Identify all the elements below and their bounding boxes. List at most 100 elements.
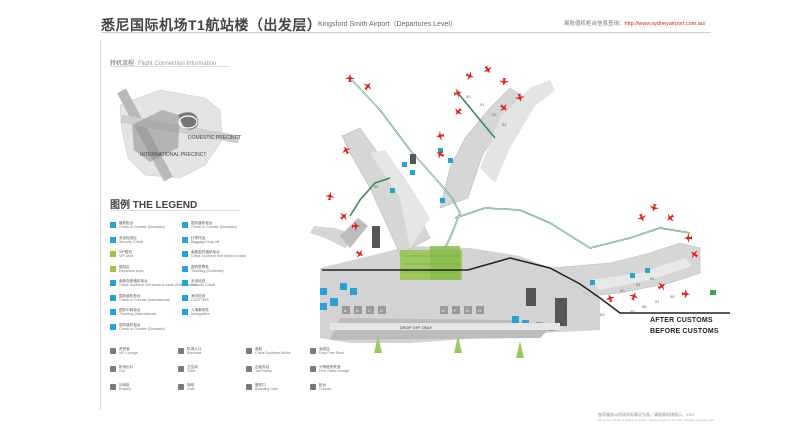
svg-text:58: 58 — [642, 304, 647, 309]
flight-connection-rule — [110, 66, 230, 67]
info-icon — [110, 384, 116, 390]
facility-icons — [390, 148, 650, 285]
svg-text:A: A — [344, 308, 347, 313]
international-transfer-icon — [110, 309, 116, 315]
svg-text:63: 63 — [600, 312, 605, 317]
aircraft-icon — [657, 282, 666, 291]
vip-lounge-icon — [110, 348, 116, 354]
aircraft-icon — [363, 82, 372, 91]
china-southern-check-in-icon — [110, 280, 116, 286]
aircraft-icon — [649, 203, 660, 212]
svg-text:55: 55 — [374, 184, 379, 189]
header-rule — [101, 32, 711, 33]
svg-text:62: 62 — [650, 276, 655, 281]
aircraft-icon — [483, 65, 492, 74]
precinct-mini-map: DOMESTIC PRECINCT INTERNATIONAL PRECINCT — [117, 88, 241, 182]
svg-text:H: H — [478, 308, 481, 313]
gate-numbers: 50 51 53 54 55 56 57 58 59 60 61 62 63 — [374, 94, 675, 317]
pier-north-2 — [480, 80, 555, 183]
svg-text:50: 50 — [466, 94, 471, 99]
aircraft-icon — [684, 232, 693, 243]
svg-text:56: 56 — [670, 294, 675, 299]
svg-text:54: 54 — [502, 122, 507, 127]
aircraft-icon — [666, 213, 675, 222]
svg-text:F: F — [454, 308, 457, 313]
svg-text:E: E — [442, 308, 445, 313]
page-title-cn: 悉尼国际机场T1航站楼（出发层） — [101, 17, 322, 33]
building-block-3 — [555, 298, 567, 326]
svg-text:57: 57 — [655, 299, 660, 304]
aircraft-icon — [636, 213, 647, 222]
domestic-check-in-icon — [182, 222, 188, 228]
entrance-arrows — [374, 336, 524, 358]
lounge-icon — [310, 366, 316, 372]
pier-east — [549, 242, 701, 297]
svg-text:51: 51 — [480, 102, 485, 107]
aircraft-icon — [514, 93, 525, 102]
svg-text:59: 59 — [630, 309, 635, 314]
international-precinct-label: INTERNATIONAL PRECINCT — [140, 152, 206, 158]
svg-text:C: C — [368, 308, 371, 313]
counter-icon — [110, 366, 116, 372]
duty-free-icon — [310, 348, 316, 354]
aircraft-icon — [454, 107, 463, 115]
left-border — [100, 40, 101, 410]
international-check-in-icon — [110, 294, 116, 301]
check-in-counter-icon — [110, 222, 116, 228]
aircraft-icons — [324, 65, 699, 303]
aircraft-icon — [628, 292, 639, 301]
pier-west-stub — [340, 218, 368, 248]
domestic-ticket-icon — [182, 265, 188, 272]
customs-icon — [182, 294, 188, 301]
enquiry-label: 离航值机柜台信息查询： — [564, 21, 625, 27]
aircraft-icon — [453, 88, 462, 99]
baggage-drop-icon — [182, 236, 188, 243]
enquiry-url[interactable]: http://www.sydneyairport.com.au/ — [624, 21, 706, 27]
aircraft-icon — [605, 294, 616, 303]
aircraft-icon — [324, 192, 335, 201]
china-southern-domestic-icon — [182, 251, 188, 257]
enquiry-link[interactable]: 离航值机柜台信息查询：http://www.sydneyairport.com.… — [564, 19, 706, 27]
pier-west-inner — [370, 150, 430, 248]
svg-text:D: D — [380, 308, 383, 313]
domestic-precinct-label: DOMESTIC PRECINCT — [188, 135, 241, 141]
svg-text:60: 60 — [620, 288, 625, 293]
svg-text:61: 61 — [636, 282, 641, 287]
aircraft-icon — [690, 250, 699, 259]
vip-area-icon — [110, 251, 116, 257]
aircraft-icon — [339, 213, 347, 221]
aircraft-icon — [345, 74, 355, 82]
toilet-icon — [178, 366, 184, 372]
atm-icon — [310, 384, 316, 390]
aircraft-icon — [341, 146, 351, 155]
immigration-icon — [182, 309, 188, 315]
aircraft-icon — [681, 288, 690, 299]
drop-off-label: DROP OFF ONLY — [400, 325, 433, 330]
page-title-en: Kingsford Smith Airport（Departures Level… — [318, 21, 457, 28]
vip-area-green — [430, 246, 460, 280]
after-customs-label: AFTER CUSTOMS — [650, 317, 713, 324]
building-block-4 — [410, 154, 416, 164]
aircraft-icon — [465, 70, 474, 81]
boarding-gate-icon — [246, 384, 252, 390]
aircraft-icon — [499, 77, 510, 86]
building-block-2 — [526, 288, 536, 306]
domestic-counter-icon — [110, 323, 116, 330]
customs-line — [322, 257, 730, 314]
exit-icon — [710, 290, 716, 295]
terminal-map: A B C D E F G H J K DROP OFF ONLY 50 51 … — [310, 65, 730, 358]
china-southern-icon — [246, 348, 252, 354]
departure-area-icon — [110, 265, 116, 272]
svg-text:B: B — [356, 308, 359, 313]
aircraft-icon — [436, 130, 445, 141]
aircraft-icon — [355, 249, 364, 258]
building-block-1 — [372, 226, 380, 248]
svg-text:G: G — [466, 308, 469, 313]
aircraft-icon — [436, 149, 445, 159]
pier-east-inner — [590, 258, 692, 290]
security-check-icon — [110, 236, 116, 243]
legend-title: 图例 THE LEGEND — [110, 200, 198, 211]
security-icon — [182, 280, 188, 286]
shuttle-icon — [246, 366, 252, 372]
